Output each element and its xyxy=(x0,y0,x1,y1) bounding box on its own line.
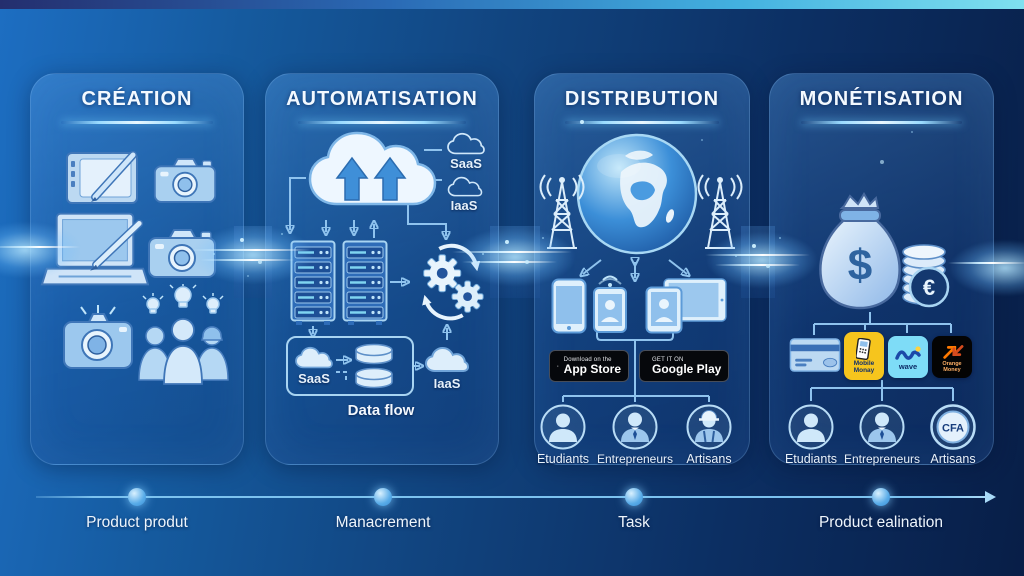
dollar-symbol: $ xyxy=(848,241,872,290)
timeline-dot xyxy=(374,488,392,506)
iaas-label: IaaS xyxy=(450,198,478,213)
audience-label: Entrepreneurs xyxy=(596,452,674,466)
google-play-tagline: GET IT ON xyxy=(652,356,684,363)
wave-logo-icon xyxy=(895,346,921,360)
cloud-icon xyxy=(424,346,470,372)
panel-title-automatisation: AUTOMATISATION xyxy=(286,88,478,110)
mobile-money-phone-icon xyxy=(855,337,871,360)
smartphone-user-icon xyxy=(593,275,627,333)
timeline-arrow-icon xyxy=(985,491,996,503)
graphics-tablet-icon xyxy=(66,151,138,204)
euro-coin-icon: € xyxy=(908,266,950,308)
title-underline xyxy=(60,121,214,124)
database-icon xyxy=(355,343,393,389)
cloud-icon xyxy=(447,132,485,155)
data-flow-box xyxy=(286,336,414,396)
server-rack-icon xyxy=(290,240,336,325)
panel-title-monetisation: MONÉTISATION xyxy=(799,88,964,110)
timeline-label: Task xyxy=(618,514,650,531)
cfa-symbol: CFA xyxy=(942,423,964,435)
iaas-label: IaaS xyxy=(433,376,461,391)
timeline-dot xyxy=(625,488,643,506)
mobile-money-badge: Mobile Monay xyxy=(844,332,884,380)
saas-label: SaaS xyxy=(450,156,482,171)
panel-creation: CRÉATION xyxy=(30,73,244,465)
google-play-badge: GET IT ON Google Play xyxy=(639,350,729,382)
camera-icon xyxy=(148,229,216,278)
cloud-upload-icon xyxy=(308,131,437,206)
data-flow-caption: Data flow xyxy=(347,402,415,419)
timeline-label: Product ealination xyxy=(818,514,944,531)
cloud-icon xyxy=(447,176,483,197)
timeline-label: Product produt xyxy=(86,514,188,531)
server-rack-icon xyxy=(342,240,388,325)
timeline-label: Manacrement xyxy=(335,514,431,531)
student-avatar xyxy=(540,404,586,450)
app-store-name: App Store xyxy=(563,361,621,376)
timeline-dot xyxy=(872,488,890,506)
audience-label: Etudiants xyxy=(536,452,590,466)
laptop-pen-icon xyxy=(40,212,149,286)
google-play-name: Google Play xyxy=(652,361,722,376)
title-underline xyxy=(298,121,466,124)
artisan-avatar xyxy=(686,404,732,450)
orange-money-arrows-icon xyxy=(943,345,964,359)
cloud-icon xyxy=(295,346,333,369)
cfa-coin-avatar: CFA xyxy=(930,404,976,450)
timeline-line xyxy=(36,496,986,498)
app-store-badge: Download on the App Store xyxy=(549,350,629,382)
radio-tower-icon xyxy=(539,174,585,249)
timeline-dot xyxy=(128,488,146,506)
credit-card-icon xyxy=(789,338,841,372)
flash-camera-icon xyxy=(63,305,133,369)
audience-label: Artisans xyxy=(686,452,732,466)
orange-money-label: Orange Money xyxy=(942,361,962,373)
radio-tower-icon xyxy=(697,174,743,249)
audience-label: Artisans xyxy=(930,452,976,466)
smartphone-icon xyxy=(551,278,587,334)
student-avatar xyxy=(788,404,834,450)
mobile-money-label: Mobile Monay xyxy=(853,359,875,374)
apple-icon xyxy=(557,365,559,367)
top-accent-bar xyxy=(0,0,1024,9)
entrepreneur-avatar xyxy=(859,404,905,450)
wave-label: wave xyxy=(898,361,918,371)
camera-icon xyxy=(153,158,217,203)
app-store-tagline: Download on the xyxy=(563,356,612,363)
euro-symbol: € xyxy=(923,275,935,300)
globe-icon xyxy=(576,133,698,255)
gears-icon xyxy=(422,243,484,321)
wave-badge: wave xyxy=(888,336,928,378)
audience-label: Etudiants xyxy=(784,452,838,466)
money-bag-icon: $ xyxy=(819,192,901,310)
panel-title-creation: CRÉATION xyxy=(81,88,193,110)
title-underline xyxy=(564,121,720,124)
panel-automatisation: AUTOMATISATION xyxy=(265,73,499,465)
entrepreneur-avatar xyxy=(612,404,658,450)
orange-money-badge: Orange Money xyxy=(932,336,972,378)
panel-monetisation: MONÉTISATION $ xyxy=(769,73,994,466)
audience-label: Entrepreneurs xyxy=(843,452,921,466)
panel-title-distribution: DISTRIBUTION xyxy=(564,88,720,110)
panel-distribution: DISTRIBUTION xyxy=(534,73,750,466)
title-underline xyxy=(801,121,962,124)
tablet-user-icon xyxy=(645,286,683,334)
team-ideas-icon xyxy=(138,284,229,385)
saas-label: SaaS xyxy=(298,371,330,386)
